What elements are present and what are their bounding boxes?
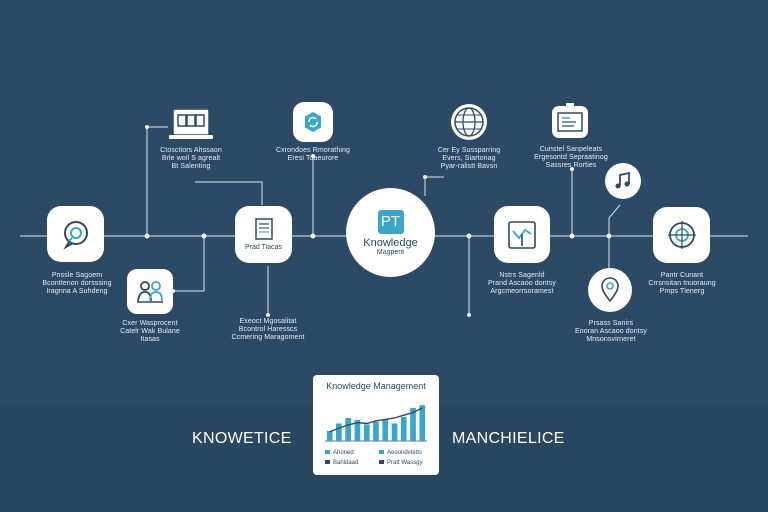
bar-8: [391, 423, 398, 441]
dashboard-title: Knowledge Management: [326, 381, 426, 391]
bar-7: [382, 418, 389, 441]
chart-icon: [508, 220, 536, 249]
document-icon: [254, 218, 273, 240]
legend-item-3: Aeoondvtetts: [379, 450, 422, 456]
legend-item-1: Ahoned: [325, 450, 354, 456]
location-pin-icon: [601, 277, 619, 303]
dashboard-card: Knowledge Management Ahoned Banldaad Aeo…: [313, 375, 439, 475]
people-icon: [137, 280, 163, 303]
center-title: Knowledge: [363, 236, 418, 249]
node-document[interactable]: Prad Tiacas: [235, 206, 292, 263]
pt-badge: PT: [377, 209, 404, 234]
node-target[interactable]: [653, 207, 710, 263]
node-globe[interactable]: [448, 101, 490, 143]
bar-10: [410, 407, 416, 441]
node-sync[interactable]: [293, 102, 333, 142]
laptop-icon: [169, 108, 213, 139]
target-icon: [667, 221, 696, 249]
bar-4: [354, 419, 361, 441]
node-laptop[interactable]: [168, 106, 214, 142]
node-chart[interactable]: [494, 206, 550, 263]
bar-11: [419, 405, 426, 441]
node-people[interactable]: [127, 269, 173, 314]
globe-icon: [451, 104, 487, 140]
node-chat[interactable]: [47, 206, 104, 262]
bar-3: [345, 418, 351, 441]
bar-1: [326, 430, 333, 441]
center-node[interactable]: PT Knowledge Magpent: [346, 188, 435, 277]
legend-item-4: Pratt Wassgy: [379, 460, 422, 466]
node-presentation[interactable]: [550, 102, 590, 142]
node-pin[interactable]: [588, 268, 632, 312]
footer-left-label: KNOWETICE: [192, 430, 292, 447]
bar-9: [400, 417, 407, 441]
music-note-icon: [615, 171, 630, 189]
bar-2: [336, 423, 342, 441]
legend-item-2: Banldaad: [325, 460, 358, 466]
chat-bubble-icon: [62, 221, 88, 250]
sync-icon: [305, 112, 321, 132]
center-subtitle: Magpent: [376, 248, 405, 256]
node-music[interactable]: [605, 163, 641, 199]
document-label: Prad Tiacas: [245, 244, 282, 251]
footer-right-label: MANCHIELICE: [452, 430, 565, 447]
presentation-icon: [552, 103, 588, 138]
bar-6: [373, 421, 379, 441]
bar-5: [363, 424, 370, 441]
trend-line: [329, 407, 423, 433]
bar-chart: [325, 405, 427, 442]
